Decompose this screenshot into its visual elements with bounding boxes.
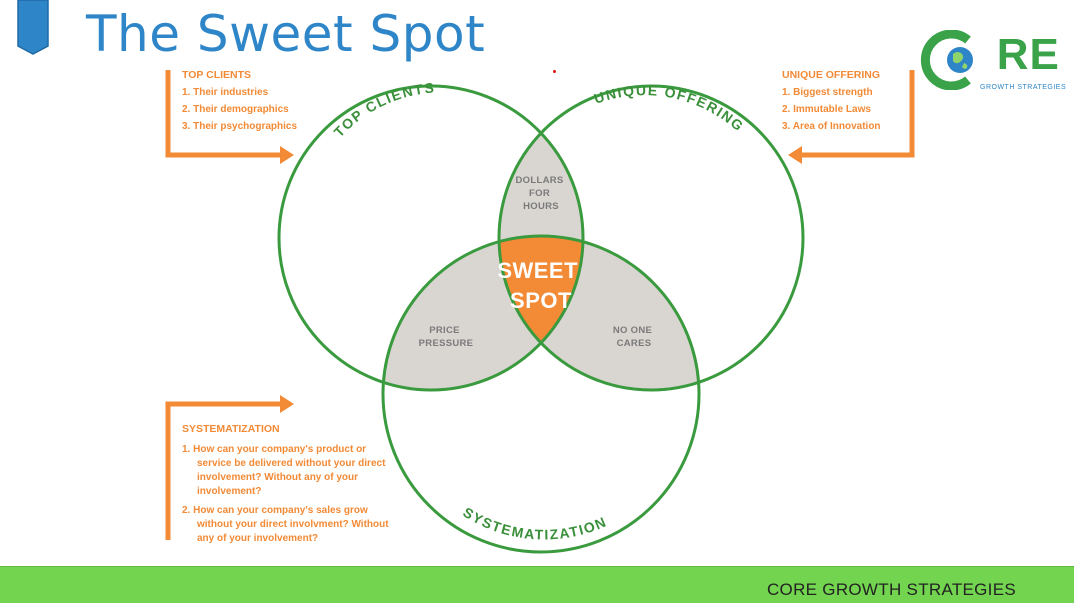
unique-offering-heading: UNIQUE OFFERING (782, 69, 881, 81)
label-systematization: SYSTEMATIZATION (460, 504, 609, 543)
systematization-heading: SYSTEMATIZATION (182, 423, 280, 435)
list-item: 1. Biggest strength (782, 87, 873, 98)
overlap-top-clients-systematization (383, 236, 583, 390)
list-item: 1. How can your company's product or ser… (182, 444, 386, 497)
bookmark-icon (17, 0, 49, 55)
label-dollars-for-hours: DOLLARS FOR HOURS (516, 175, 567, 212)
arrow-unique-offering (788, 70, 915, 164)
logo-subtitle: GROWTH STRATEGIES (980, 84, 1067, 91)
label-top-clients: TOP CLIENTS (331, 79, 436, 140)
top-clients-heading: TOP CLIENTS (182, 69, 252, 81)
systematization-list: SYSTEMATIZATION 1. How can your company'… (182, 420, 392, 546)
label-price-pressure: PRICE PRESSURE (419, 325, 474, 349)
arrow-systematization (165, 395, 294, 540)
list-item: 2. Immutable Laws (782, 104, 871, 115)
unique-offering-list: UNIQUE OFFERING 1. Biggest strength 2. I… (782, 67, 881, 135)
overlap-unique-systematization (499, 236, 699, 390)
label-no-one-cares: NO ONE CARES (613, 325, 655, 349)
arrow-top-clients (165, 70, 294, 164)
footer-bar: CORE GROWTH STRATEGIES (0, 566, 1074, 603)
list-item: 2. How can your company's sales grow wit… (182, 505, 389, 544)
top-clients-list: TOP CLIENTS 1. Their industries 2. Their… (182, 67, 297, 135)
footer-text: CORE GROWTH STRATEGIES (766, 580, 1016, 599)
label-sweet-spot: SWEET SPOT (497, 258, 584, 313)
list-item: 2. Their demographics (182, 104, 289, 115)
logo-wordmark: CRE (996, 30, 1060, 79)
core-logo: CRE GROWTH STRATEGIES (920, 28, 1066, 98)
list-item: 1. Their industries (182, 87, 269, 98)
circle-unique-offering (497, 84, 805, 392)
circle-systematization (381, 234, 701, 554)
circle-top-clients (277, 84, 585, 392)
red-dot (553, 70, 556, 73)
label-unique-offering: UNIQUE OFFERING (592, 82, 748, 135)
list-item: 3. Area of Innovation (782, 121, 881, 132)
list-item: 3. Their psychographics (182, 121, 298, 132)
slide-title: The Sweet Spot (86, 5, 486, 63)
venn-diagram: TOP CLIENTS UNIQUE OFFERING SYSTEMATIZAT… (165, 70, 915, 554)
logo-globe-icon (920, 30, 973, 90)
